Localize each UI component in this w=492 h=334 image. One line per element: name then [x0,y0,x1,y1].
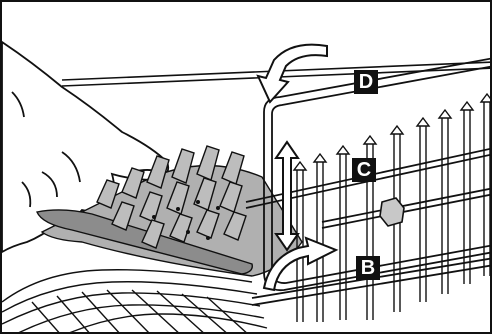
arrow-d-icon [258,45,327,102]
callout-label-b: B [356,256,380,280]
arrow-c-icon [276,142,298,250]
callout-label-c: C [352,158,376,182]
lower-rack-wires [2,270,267,334]
callout-label-d: D [354,70,378,94]
